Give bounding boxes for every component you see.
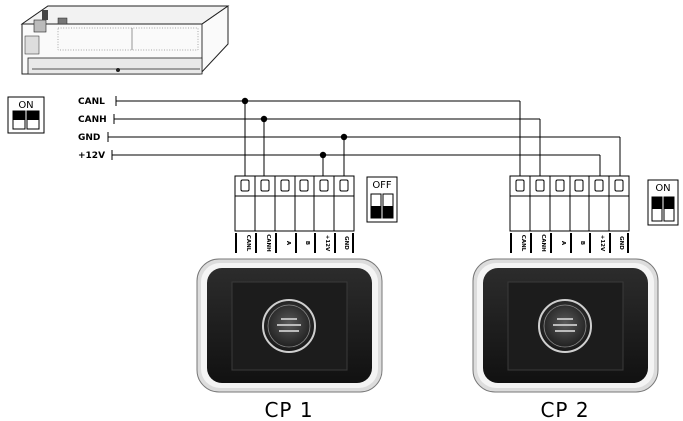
cp1-terminal-gnd: GND [343, 236, 349, 250]
cp1-label: CP 1 [264, 398, 313, 421]
cp1-terminal-a: A [285, 241, 291, 246]
knob-text-icon [281, 318, 297, 320]
cp2-terminal-b: B [579, 241, 585, 245]
terminal-block-cp2: CANL CANH A B +12V GND [509, 175, 630, 253]
cp2-terminal-canl: CANL [520, 235, 526, 252]
cp1-dip-switch: OFF [366, 176, 398, 223]
cp1-terminal-canl: CANL [245, 235, 251, 252]
bus-label-canl: CANL [78, 97, 105, 107]
main-switch-label: ON [18, 100, 33, 111]
control-panel-cp1 [196, 258, 383, 393]
cp2-terminal-gnd: GND [618, 236, 624, 250]
cp1-terminal-b: B [304, 241, 310, 245]
bus-wires [107, 96, 621, 180]
cp2-terminal-12v: +12V [599, 235, 605, 252]
control-panel-cp2 [472, 258, 659, 393]
terminal-block-cp1: CANL CANH A B +12V GND [234, 175, 355, 253]
cp1-terminal-canh: CANH [265, 234, 271, 252]
wire-junctions [241, 97, 348, 159]
cp2-terminal-canh: CANH [540, 234, 546, 252]
cp2-terminal-a: A [560, 241, 566, 246]
main-dip-switch: ON [7, 96, 45, 134]
controller-unit [20, 5, 230, 75]
cp2-switch-label: ON [655, 183, 670, 194]
bus-label-gnd: GND [78, 133, 100, 143]
bus-label-canh: CANH [78, 115, 107, 125]
bus-label-12v: +12V [78, 151, 105, 161]
cp1-switch-label: OFF [372, 180, 392, 191]
cp1-terminal-12v: +12V [324, 235, 330, 252]
cp2-label: CP 2 [540, 398, 589, 421]
cp2-dip-switch: ON [647, 179, 679, 226]
